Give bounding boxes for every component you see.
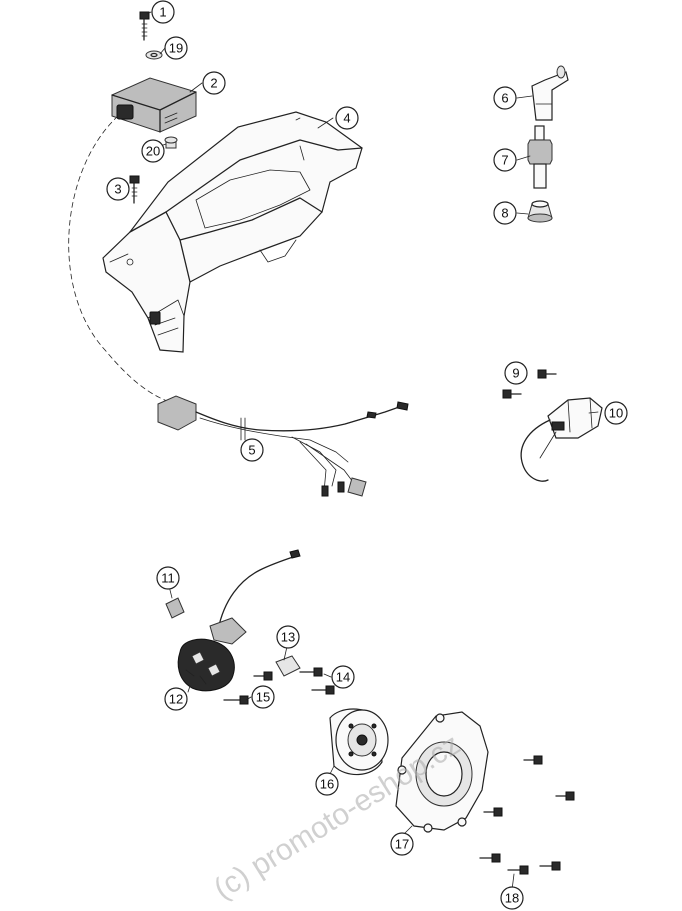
callout-17-label: 17: [395, 837, 409, 852]
callout-12: 12: [164, 687, 188, 711]
callout-1: 1: [151, 0, 175, 24]
callout-8-label: 8: [501, 206, 508, 221]
callout-18-label: 18: [505, 891, 519, 906]
callout-4-label: 4: [343, 111, 350, 126]
cable-holder-part-13: [275, 655, 301, 677]
callout-10-label: 10: [609, 406, 623, 421]
washer-part-19: [145, 50, 163, 60]
control-unit-part-2: [111, 77, 197, 133]
grommet-part-20: [164, 136, 178, 149]
callout-15: 15: [251, 685, 275, 709]
callout-7: 7: [493, 148, 517, 172]
callout-6-label: 6: [501, 91, 508, 106]
dashed-leader-line: [68, 115, 171, 403]
callout-2: 2: [202, 71, 226, 95]
callout-11-label: 11: [161, 571, 175, 586]
wiring-harness-part-5: [157, 395, 409, 497]
callout-17: 17: [390, 832, 414, 856]
callout-19: 19: [164, 36, 188, 60]
callout-2-label: 2: [210, 76, 217, 91]
screw-part-3: [129, 175, 140, 204]
stator-part-12: [177, 638, 235, 692]
callout-12-label: 12: [169, 692, 183, 707]
callout-9-label: 9: [512, 366, 519, 381]
callout-15-label: 15: [256, 690, 270, 705]
screw-part-1: [139, 11, 150, 41]
flywheel-rotor-part-16: [329, 708, 389, 776]
callout-20-label: 20: [146, 144, 160, 159]
callout-19-label: 19: [169, 41, 183, 56]
callout-11: 11: [156, 566, 180, 590]
seal-cap-part-8: [527, 200, 553, 223]
callout-14-label: 14: [336, 670, 350, 685]
spark-plug-connector-part-6: [531, 65, 569, 121]
ignition-cover-part-17: [395, 711, 489, 833]
pulse-sensor-cable-part-11: [165, 549, 301, 645]
callout-3: 3: [106, 177, 130, 201]
callout-16-label: 16: [320, 777, 334, 792]
callout-7-label: 7: [501, 153, 508, 168]
callout-14: 14: [331, 665, 355, 689]
callout-5-label: 5: [248, 443, 255, 458]
screws-part-14: [299, 667, 335, 695]
callout-13-label: 13: [281, 630, 295, 645]
callout-20: 20: [141, 139, 165, 163]
screws-part-15: [223, 671, 273, 705]
callout-6: 6: [493, 86, 517, 110]
callout-10: 10: [604, 401, 628, 425]
screws-part-9: [502, 369, 557, 399]
callout-18: 18: [500, 886, 524, 910]
callout-9: 9: [504, 361, 528, 385]
callout-5: 5: [240, 438, 264, 462]
electronics-box-part-4: [102, 111, 363, 353]
callout-4: 4: [335, 106, 359, 130]
screws-part-18: [479, 755, 575, 875]
callout-8: 8: [493, 201, 517, 225]
callout-16: 16: [315, 772, 339, 796]
spark-plug-part-7: [527, 125, 553, 189]
callout-13: 13: [276, 625, 300, 649]
callout-3-label: 3: [114, 182, 121, 197]
callout-1-label: 1: [159, 5, 166, 20]
ignition-coil-part-10: [520, 397, 603, 482]
